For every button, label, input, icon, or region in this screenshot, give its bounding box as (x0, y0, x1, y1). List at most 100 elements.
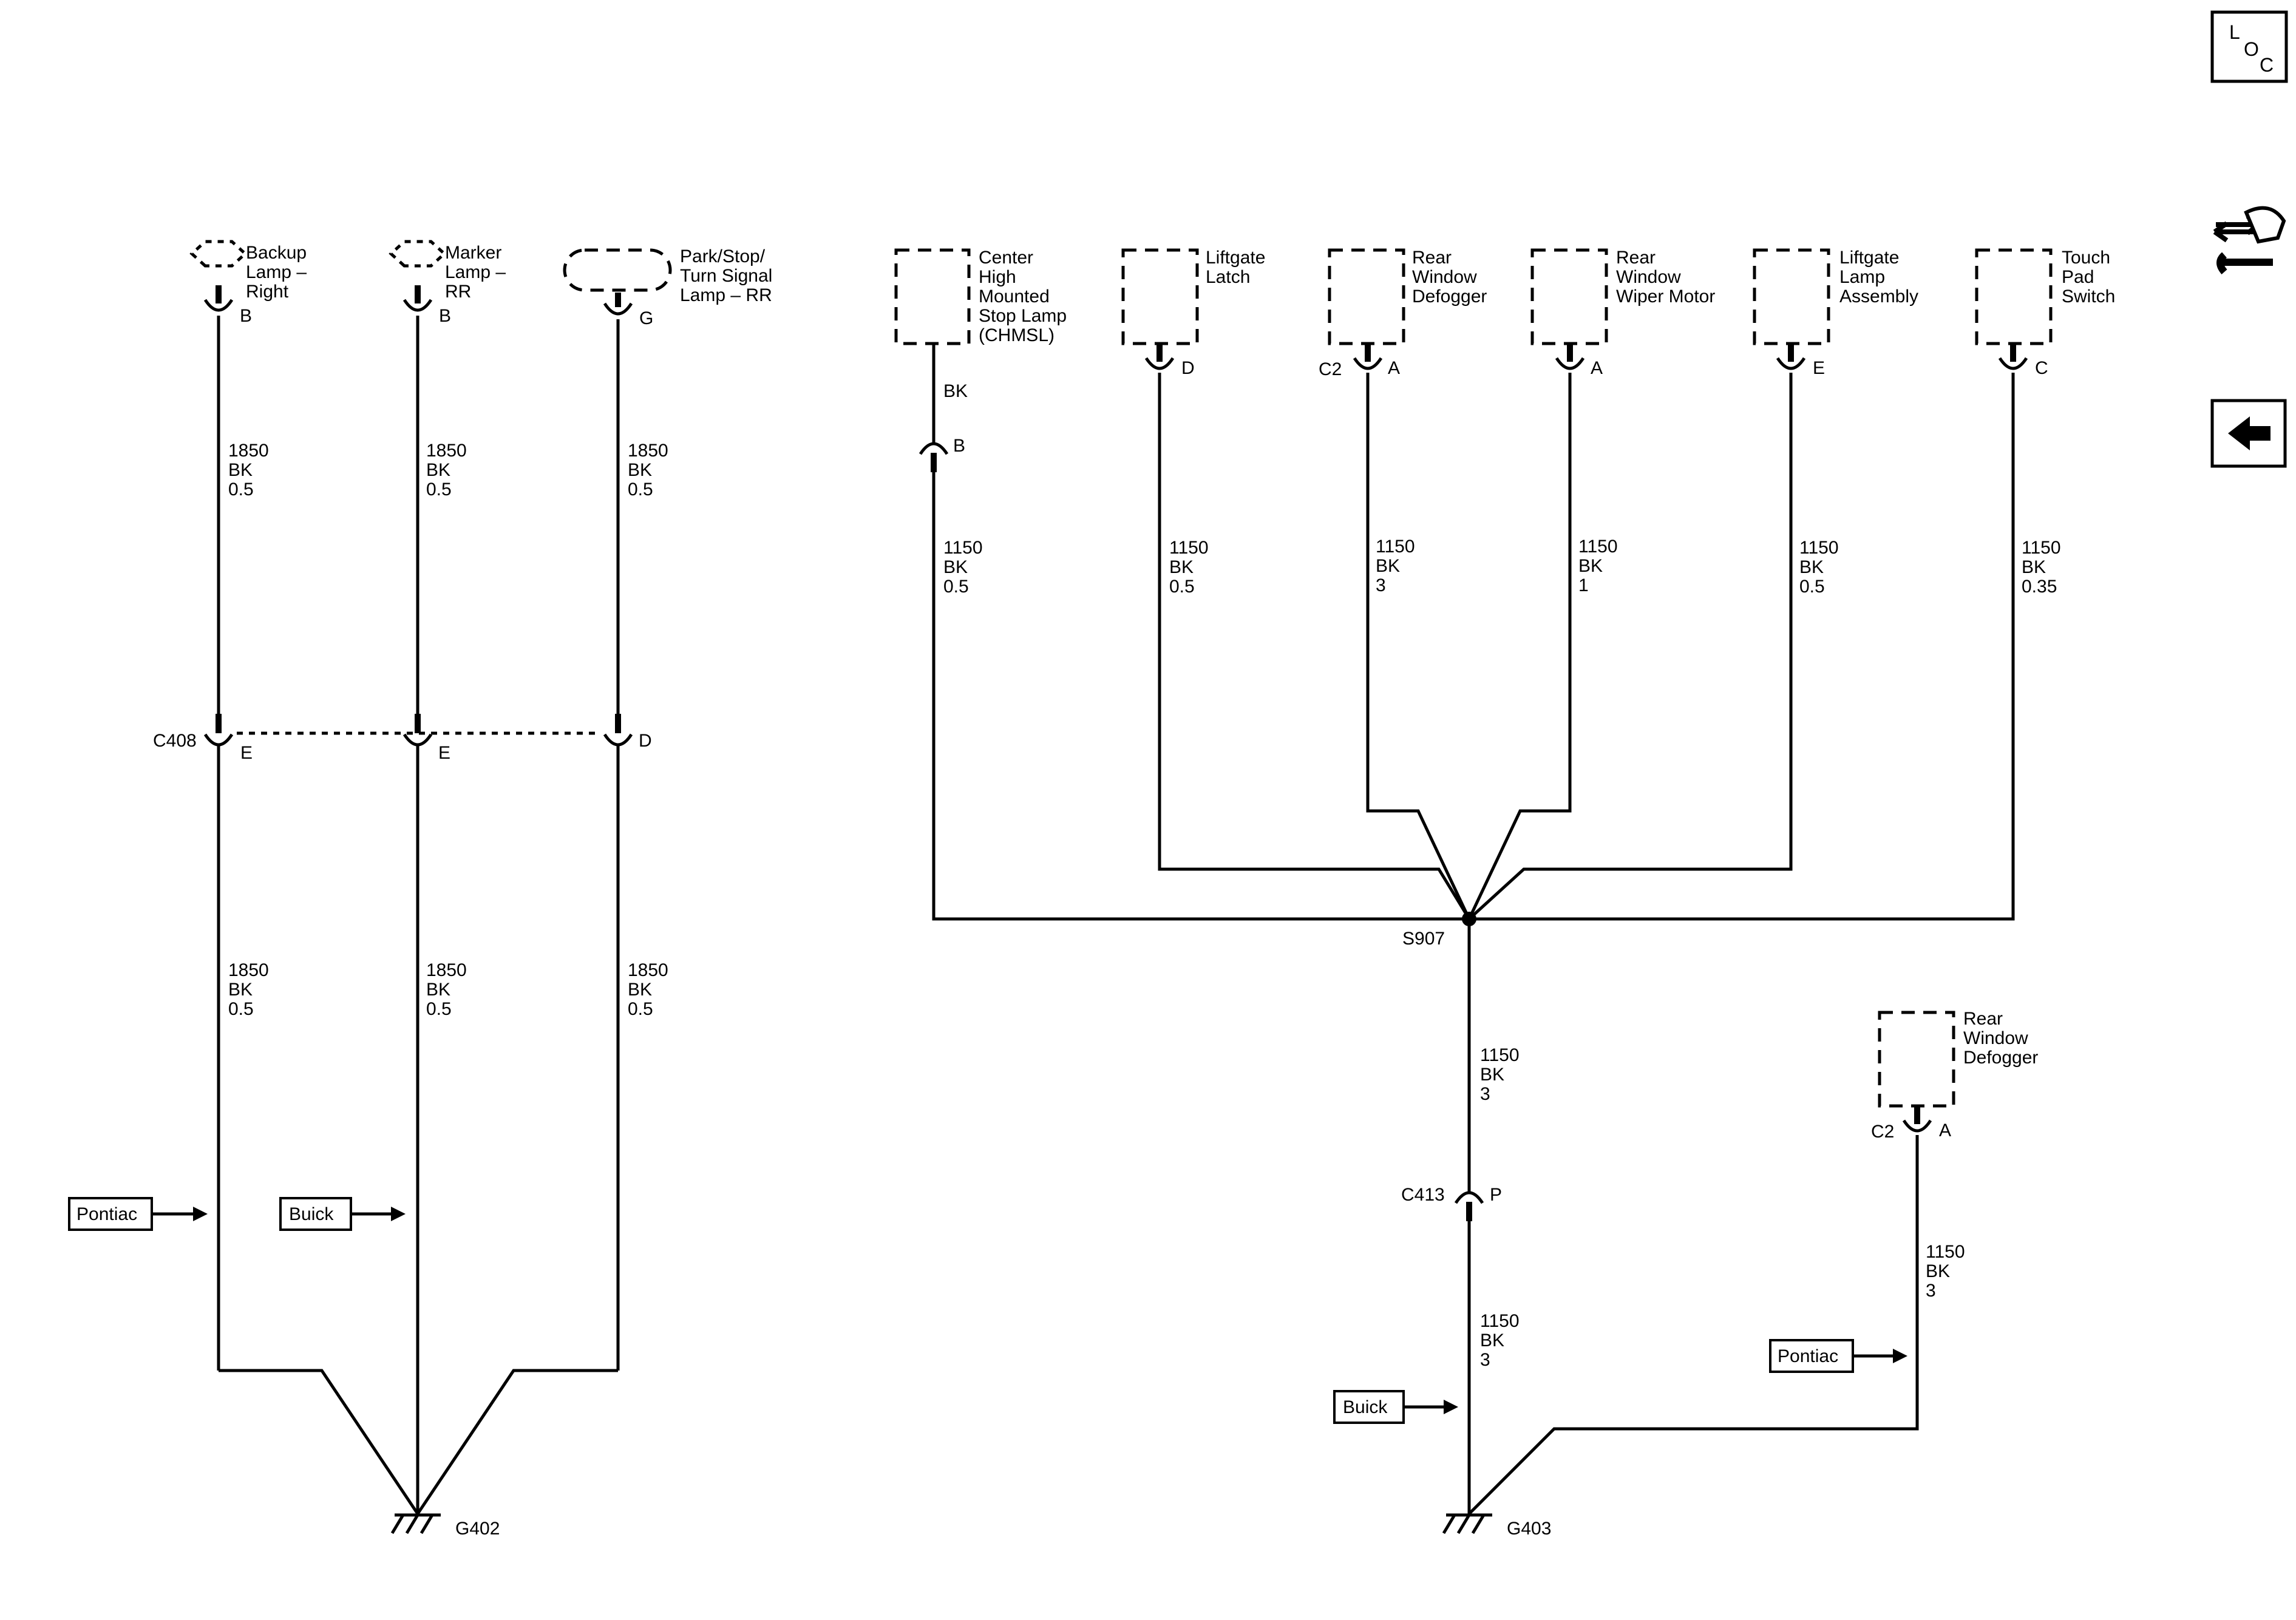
left-upper-wires (217, 316, 620, 716)
pontiac-label: Pontiac (76, 1204, 137, 1224)
chmsl-pin: B (953, 436, 965, 456)
touch-pad-label-1: Touch (2062, 248, 2110, 268)
loc-letter-c: C (2260, 54, 2274, 76)
liftgate-latch[interactable]: Liftgate Latch D (1121, 248, 1265, 378)
pontiac-label: Pontiac (1778, 1346, 1838, 1366)
connector-c408[interactable]: C408 E E D (153, 714, 652, 763)
lamp-assy-pin: E (1813, 358, 1825, 378)
wire-size: 0.5 (1799, 577, 1825, 597)
loc-letter-o: O (2244, 38, 2259, 60)
chmsl[interactable]: Center High Mounted Stop Lamp (CHMSL) BK… (894, 248, 1067, 472)
park-lamp-label-3: Lamp – RR (680, 285, 772, 305)
park-stop-turn-lamp-rr[interactable]: Park/Stop/ Turn Signal Lamp – RR G (563, 246, 772, 328)
loc-icon[interactable]: L O C (2210, 10, 2288, 83)
wire-color: BK (628, 980, 652, 1000)
lamp-assy-label-3: Assembly (1839, 286, 1918, 307)
wire-color: BK (2022, 557, 2046, 577)
wire-color: BK (228, 980, 253, 1000)
defogger2-pin: A (1939, 1120, 1951, 1140)
arrows-wrench-icon[interactable] (2213, 206, 2286, 274)
c413-pin: P (1490, 1185, 1502, 1205)
wiper-pin: A (1591, 358, 1603, 378)
wire-size: 0.5 (943, 577, 969, 597)
park-lamp-label-2: Turn Signal (680, 266, 772, 286)
loc-letter-l: L (2229, 21, 2240, 43)
wire-circuit: 1850 (426, 441, 467, 461)
wire-color: BK (1169, 557, 1194, 577)
s907-label: S907 (1402, 929, 1445, 949)
wiper-label-1: Rear (1616, 248, 1656, 268)
trunk-wire-labels: 1150 BK 3 1150 BK 3 (1480, 1045, 1520, 1370)
c408-pin-3: D (639, 731, 652, 751)
marker-lamp-label-2: Lamp – (445, 262, 506, 282)
left-lower-wires (217, 745, 620, 1515)
rear-window-wiper-motor[interactable]: Rear Window Wiper Motor A (1530, 248, 1715, 378)
marker-lamp-rr[interactable]: Marker Lamp – RR B (389, 240, 506, 326)
backup-lamp-label-2: Lamp – (246, 262, 307, 282)
chmsl-label-1: Center (979, 248, 1033, 268)
touch-pad-label-3: Switch (2062, 286, 2115, 307)
defogger2-label-3: Defogger (1963, 1048, 2038, 1068)
wire-size: 3 (1480, 1350, 1490, 1370)
connector-c413[interactable]: C413 P (1401, 1185, 1502, 1221)
wire-size: 3 (1376, 575, 1386, 595)
rear-window-defogger-2[interactable]: Rear Window Defogger C2 A (1871, 1009, 2038, 1142)
wire-circuit: 1850 (228, 960, 269, 980)
s907-branch-wire-labels: 1150 BK 0.5 1150 BK 0.5 1150 BK 3 1150 B… (943, 537, 2061, 597)
wire-size: 0.5 (628, 999, 653, 1019)
touch-pad-switch[interactable]: Touch Pad Switch C (1975, 248, 2115, 378)
wire-circuit: 1850 (628, 960, 668, 980)
backup-lamp-right[interactable]: Backup Lamp – Right B (189, 240, 307, 326)
wire-size: 0.5 (628, 480, 653, 500)
ground-g402: G402 (390, 1513, 500, 1539)
c408-pin-2: E (438, 743, 450, 763)
wire-size: 0.5 (426, 480, 452, 500)
touch-pad-pin: C (2035, 358, 2048, 378)
buick-option-right[interactable]: Buick (1333, 1390, 1458, 1424)
latch-label-1: Liftgate (1206, 248, 1265, 268)
pontiac-option-right[interactable]: Pontiac (1769, 1339, 1907, 1373)
lamp-assy-label-2: Lamp (1839, 267, 1885, 287)
wire-circuit: 1150 (2022, 538, 2061, 558)
backup-lamp-label-3: Right (246, 282, 289, 302)
defogger2-label-1: Rear (1963, 1009, 2003, 1029)
wire-size: 0.35 (2022, 577, 2057, 597)
wire-size: 3 (1926, 1281, 1936, 1301)
wire-color: BK (228, 460, 253, 480)
defogger-label-2: Window (1412, 267, 1477, 287)
wire-circuit: 1850 (628, 441, 668, 461)
wire-size: 0.5 (426, 999, 452, 1019)
wire-circuit: 1150 (1480, 1045, 1520, 1065)
g403-label: G403 (1507, 1519, 1551, 1539)
marker-lamp-label-3: RR (445, 282, 471, 302)
wire-size: 0.5 (1169, 577, 1195, 597)
lamp-assy-label-1: Liftgate (1839, 248, 1899, 268)
liftgate-lamp-assembly[interactable]: Liftgate Lamp Assembly E (1753, 248, 1918, 378)
pontiac-option-left[interactable]: Pontiac (68, 1197, 208, 1231)
backup-lamp-pin: B (240, 306, 252, 326)
back-arrow-icon[interactable] (2210, 399, 2287, 468)
rear-window-defogger[interactable]: Rear Window Defogger C2 A (1319, 248, 1487, 379)
park-lamp-label-1: Park/Stop/ (680, 246, 766, 266)
buick-option-left[interactable]: Buick (279, 1197, 406, 1231)
backup-lamp-label-1: Backup (246, 243, 307, 263)
defogger-connector: C2 (1319, 359, 1342, 379)
buick-label: Buick (289, 1204, 334, 1224)
wiper-label-2: Window (1616, 267, 1681, 287)
buick-label: Buick (1343, 1397, 1388, 1417)
defogger2-label-2: Window (1963, 1028, 2028, 1048)
wire-color: BK (1926, 1261, 1950, 1281)
wire-circuit: 1150 (1480, 1311, 1520, 1331)
chmsl-label-2: High (979, 267, 1016, 287)
wire-circuit: 1150 (1376, 537, 1415, 557)
wiper-label-3: Wiper Motor (1616, 286, 1715, 307)
wire-size: 3 (1480, 1084, 1490, 1104)
wire-color: BK (426, 980, 450, 1000)
defogger2-wire: 1150 BK 3 (1468, 1135, 1965, 1515)
c413-label: C413 (1401, 1185, 1445, 1205)
wire-size: 0.5 (228, 480, 254, 500)
wire-circuit: 1150 (943, 538, 983, 558)
left-upper-wire-labels: 1850 BK 0.5 1850 BK 0.5 1850 BK 0.5 (228, 441, 668, 500)
wire-color: BK (1799, 557, 1824, 577)
